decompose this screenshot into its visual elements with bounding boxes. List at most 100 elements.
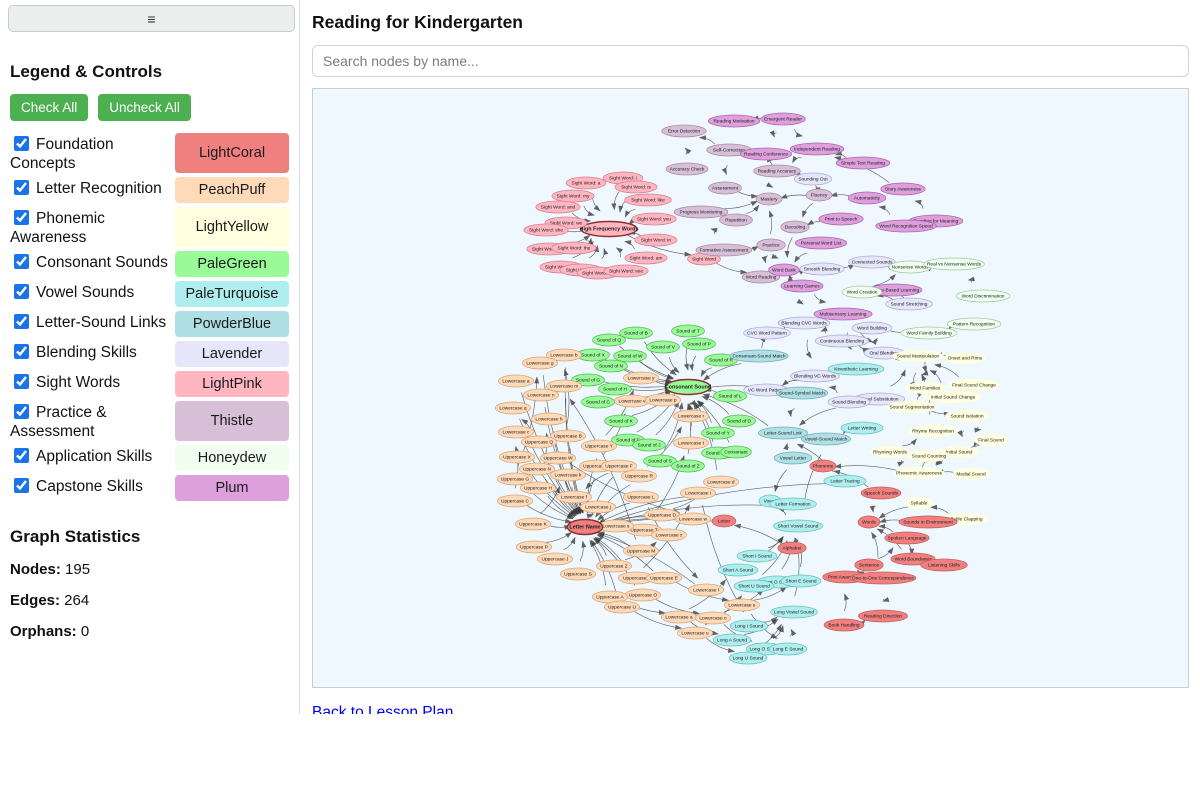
- graph-node[interactable]: Uppercase E: [646, 571, 683, 585]
- graph-node[interactable]: Uppercase U: [604, 600, 641, 614]
- graph-node[interactable]: Initial Sound Change: [925, 391, 981, 403]
- graph-node[interactable]: Short Vowel Sound: [773, 519, 823, 533]
- graph-node[interactable]: Sound of V: [646, 340, 680, 354]
- graph-node[interactable]: Uppercase D: [644, 508, 681, 522]
- graph-node[interactable]: Sight Word: in: [634, 233, 678, 247]
- graph-node[interactable]: Lowercase i: [680, 486, 717, 500]
- graph-node[interactable]: Learning Games: [780, 279, 824, 293]
- graph-node[interactable]: Sight Word: and: [535, 200, 581, 214]
- graph-node[interactable]: Uppercase W: [540, 451, 577, 465]
- graph-node[interactable]: Uppercase P: [516, 540, 553, 554]
- graph-node[interactable]: Final Sound: [973, 434, 1009, 446]
- graph-node[interactable]: Short A Sound: [717, 563, 759, 577]
- graph-node[interactable]: Sound Stretching: [885, 297, 933, 311]
- graph-node[interactable]: Uppercase J: [537, 552, 574, 566]
- graph-node[interactable]: Sounds in Environment: [898, 515, 958, 529]
- graph-node[interactable]: Sound-Symbol Match: [775, 386, 829, 400]
- graph-node[interactable]: Sound of L: [713, 389, 747, 403]
- graph-node[interactable]: Accuracy Check: [665, 162, 709, 176]
- graph-node[interactable]: Final Sound Change: [948, 379, 1000, 391]
- graph-node[interactable]: Sound of N: [594, 359, 628, 373]
- graph-node[interactable]: Short I Sound: [736, 549, 778, 563]
- graph-node[interactable]: Word Discrimination: [955, 289, 1011, 303]
- graph-node[interactable]: Lowercase r: [673, 409, 710, 423]
- graph-node[interactable]: Vowel-Sound Match: [801, 432, 851, 446]
- graph-node[interactable]: Kinesthetic Learning: [827, 362, 885, 376]
- graph-node[interactable]: Uppercase H: [520, 481, 557, 495]
- graph-node[interactable]: Sound of H: [598, 382, 632, 396]
- graph-node[interactable]: Uppercase Z: [596, 559, 633, 573]
- graph-node[interactable]: Letter Writing: [840, 421, 884, 435]
- graph-node[interactable]: Short U Sound: [733, 579, 775, 593]
- graph-node[interactable]: Print to Speech: [818, 212, 864, 226]
- graph-node[interactable]: Sound of D: [722, 414, 756, 428]
- graph-node[interactable]: Sound of Y: [701, 426, 735, 440]
- graph-node[interactable]: One-to-One Correspondence: [849, 571, 917, 585]
- graph-node[interactable]: Practice: [756, 238, 786, 252]
- graph-node[interactable]: Onset and Rime: [943, 352, 987, 364]
- graph-node[interactable]: Sight Word: she: [523, 223, 569, 237]
- graph-node[interactable]: Lowercase g: [522, 356, 559, 370]
- graph-node[interactable]: Mastery: [755, 192, 783, 206]
- graph-node[interactable]: Pattern Recognition: [946, 317, 1002, 331]
- graph-node[interactable]: Syllable: [904, 497, 934, 509]
- graph-node[interactable]: Multisensory Learning: [813, 307, 873, 321]
- graph-node[interactable]: Smooth Blending: [799, 262, 845, 276]
- graph-node[interactable]: Uppercase R: [621, 469, 658, 483]
- graph-node[interactable]: Lowercase v: [614, 394, 651, 408]
- graph-node[interactable]: Book Handling: [823, 618, 865, 632]
- graph-node[interactable]: Sound of J: [632, 438, 666, 452]
- uncheck-all-button[interactable]: Uncheck All: [98, 94, 191, 121]
- graph-node[interactable]: Lowercase k: [550, 468, 587, 482]
- search-input[interactable]: [312, 45, 1189, 77]
- graph-node[interactable]: Sight Word: the: [551, 241, 597, 255]
- graph-node[interactable]: Reading Conference: [739, 147, 793, 161]
- graph-node[interactable]: Story Awareness: [880, 182, 926, 196]
- graph-node[interactable]: Sound of C: [581, 395, 615, 409]
- graph-node[interactable]: Uppercase F: [601, 459, 638, 473]
- graph-node[interactable]: Word Bank: [768, 263, 800, 277]
- graph-node[interactable]: Lowercase z: [651, 528, 688, 542]
- graph-node[interactable]: Sound of K: [604, 414, 638, 428]
- graph-node[interactable]: Error Detection: [661, 124, 707, 138]
- graph-node[interactable]: Lowercase u: [677, 626, 714, 640]
- graph-node[interactable]: Alphabet: [777, 541, 807, 555]
- graph-node[interactable]: Sound Segmentation: [886, 401, 938, 413]
- graph-node[interactable]: Formative Assessment: [695, 243, 753, 257]
- graph-node[interactable]: Sound of Z: [671, 459, 705, 473]
- graph-node[interactable]: Speech Sounds: [860, 486, 902, 500]
- graph-node[interactable]: Long A Sound: [712, 633, 752, 647]
- graph-node[interactable]: Uppercase O: [625, 588, 662, 602]
- graph-node[interactable]: Personal Word List: [794, 236, 848, 250]
- graph-node[interactable]: Sound Isolation: [944, 410, 990, 422]
- graph-node[interactable]: Blending CVC Words: [777, 316, 831, 330]
- graph-node[interactable]: Lowercase n: [523, 388, 560, 402]
- legend-checkbox-2[interactable]: [14, 210, 29, 225]
- graph-node[interactable]: Assessment: [708, 181, 742, 195]
- graph-node[interactable]: Uppercase K: [515, 517, 552, 531]
- graph-node[interactable]: Phoneme: [809, 459, 837, 473]
- graph-node[interactable]: Spoken Language: [884, 531, 930, 545]
- graph-node[interactable]: Lowercase q: [495, 401, 532, 415]
- graph-node[interactable]: Lowercase h: [531, 412, 568, 426]
- graph-node[interactable]: Uppercase N: [519, 462, 556, 476]
- graph-node[interactable]: Sentence: [854, 558, 884, 572]
- graph-node[interactable]: Uppercase X: [499, 450, 536, 464]
- graph-node[interactable]: Lowercase c: [498, 425, 535, 439]
- graph-node[interactable]: Lowercase t: [673, 436, 710, 450]
- graph-node[interactable]: Uppercase Y: [581, 439, 618, 453]
- graph-node[interactable]: Rhyme Recognition: [908, 425, 958, 437]
- graph-node[interactable]: Sight Word: am: [624, 251, 668, 265]
- graph-node[interactable]: Sight Word: is: [614, 180, 658, 194]
- graph-node[interactable]: Lowercase w: [675, 512, 712, 526]
- graph-node[interactable]: Simple Text Reading: [835, 156, 891, 170]
- graph-node[interactable]: CVC Word Pattern: [743, 326, 791, 340]
- graph-node[interactable]: Reading Accuracy: [753, 164, 801, 178]
- graph-node[interactable]: Vowel Letter: [773, 451, 813, 465]
- check-all-button[interactable]: Check All: [10, 94, 89, 121]
- graph-node[interactable]: Long E Sound: [768, 642, 808, 656]
- legend-checkbox-5[interactable]: [14, 314, 29, 329]
- graph-node[interactable]: Uppercase S: [560, 567, 597, 581]
- back-to-lesson-plan-link[interactable]: Back to Lesson Plan: [312, 704, 454, 714]
- graph-node[interactable]: Letter Name: [566, 518, 604, 536]
